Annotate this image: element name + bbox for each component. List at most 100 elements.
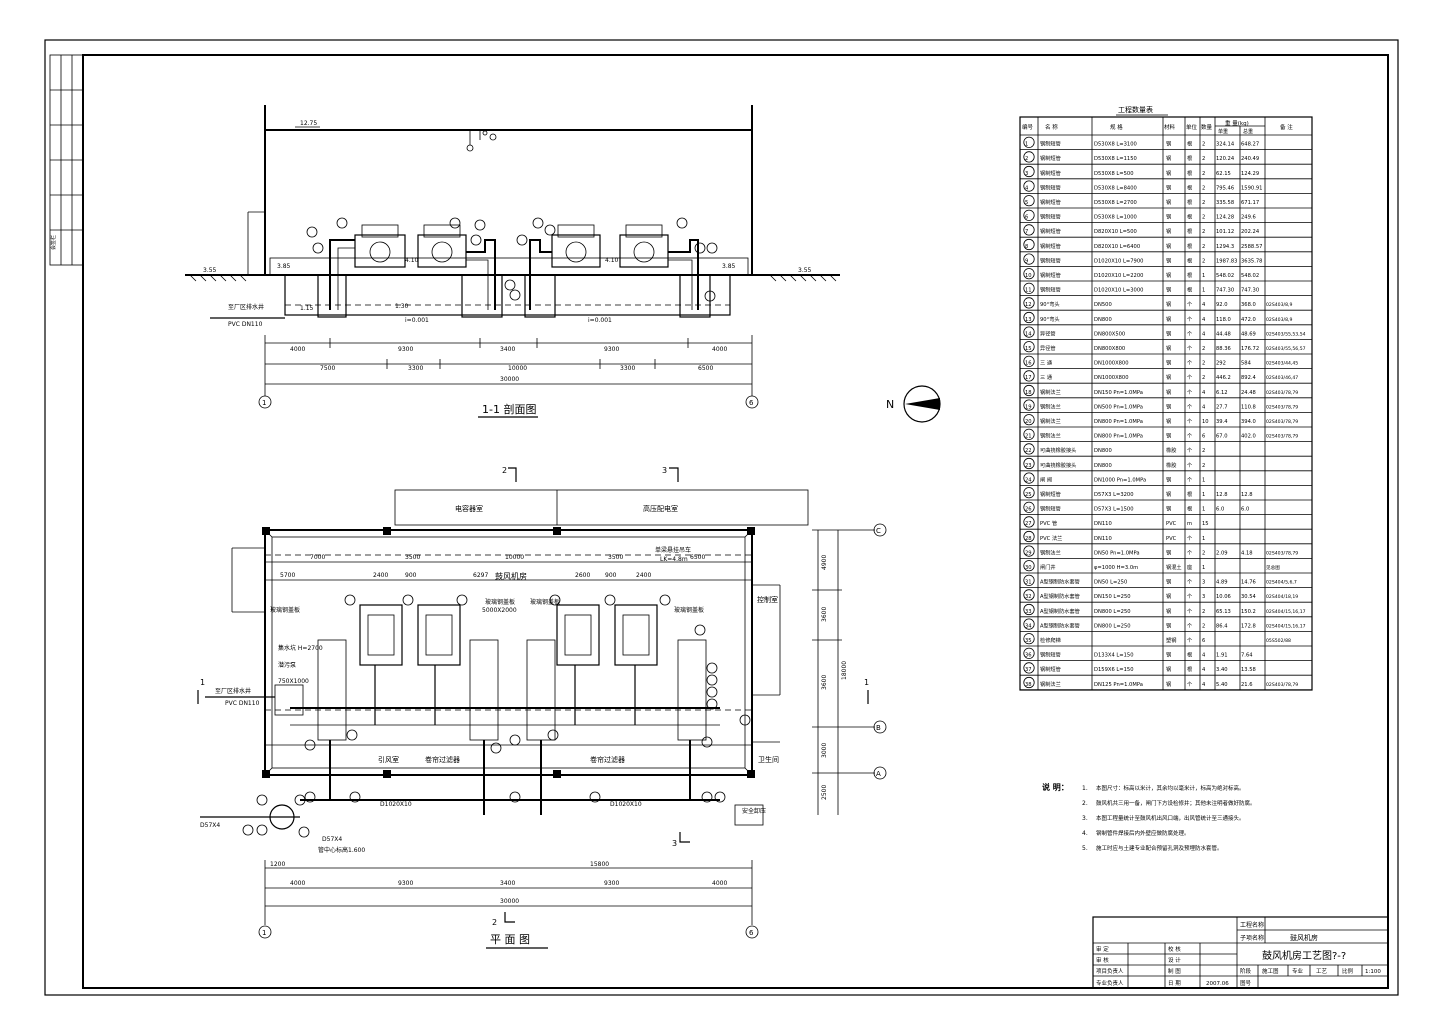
plan-crane-spec: LK=4.8m: [660, 556, 688, 563]
table-cell: 671.17: [1241, 200, 1259, 206]
table-cell: 1: [1202, 477, 1205, 483]
table-cell: 闸 阀: [1040, 475, 1052, 483]
table-cell: 2: [1202, 550, 1205, 556]
section-drain-label: 至厂区排水井: [228, 303, 264, 311]
table-cell: 324.14: [1216, 142, 1235, 148]
table-cell: 24: [1025, 477, 1032, 483]
plan-bdim-total: 30000: [500, 898, 519, 905]
table-cell: 钢混土: [1166, 563, 1182, 571]
table-cell: D530X8 L=1150: [1094, 156, 1137, 162]
section-elev-top: 12.75: [300, 120, 317, 127]
table-cell: 钢制短管: [1040, 505, 1061, 513]
table-cell: A型钢制防水套管: [1040, 578, 1080, 586]
table-cell: 闸门井: [1040, 563, 1056, 571]
section-elev-ground-left: 3.55: [203, 267, 217, 274]
note-4-num: 4.: [1082, 830, 1088, 837]
table-cell: DN125 Pn=1.0MPa: [1094, 682, 1143, 688]
table-cell: 02S403/78,79: [1266, 682, 1298, 688]
table-cell: 92.0: [1216, 302, 1228, 308]
table-cell: 22: [1025, 448, 1032, 454]
table-cell: 钢: [1166, 475, 1171, 483]
table-cell: 90°弯头: [1040, 300, 1060, 308]
table-cell: 个: [1187, 374, 1193, 381]
table-cell: 钢: [1166, 183, 1171, 191]
table-cell: 13: [1025, 317, 1032, 323]
table-cell: DN150 L=250: [1094, 594, 1131, 600]
table-cell: 02S403/55,53,54: [1266, 331, 1306, 337]
table-cell: 32: [1025, 594, 1032, 600]
plan-pump-note: 潜污泵: [278, 661, 296, 669]
plan-panel-size: 5000X2000: [482, 607, 517, 614]
table-cell: 1: [1025, 142, 1028, 148]
plan-drawing: 电容器室 高压配电室 2 3 单梁悬挂吊车 LK=4.8m 7000 3500: [197, 466, 887, 949]
table-cell: 三 通: [1040, 359, 1053, 367]
table-cell: 4: [1202, 331, 1206, 337]
table-cell: 02S403/44,45: [1266, 361, 1298, 367]
table-cell: 27: [1025, 521, 1032, 527]
sec-dim1-1: 9300: [398, 346, 413, 353]
table-row-number-circle: [1023, 209, 1035, 221]
table-cell: D530X8 L=1000: [1094, 215, 1137, 221]
table-row-number-circle: [1023, 311, 1035, 324]
plan-pipe-main-b: D1020X10: [610, 801, 642, 808]
table-cell: 120.24: [1216, 156, 1235, 162]
table-cell: 7.64: [1241, 653, 1253, 659]
plan-cut-2-bot: 2: [492, 918, 497, 927]
table-cell: 4: [1202, 302, 1206, 308]
table-cell: DN1000X800: [1094, 375, 1129, 381]
plan-rdim-2: 3600: [821, 675, 828, 690]
table-cell: 钢制法兰: [1040, 402, 1061, 410]
table-cell: 2: [1202, 156, 1205, 162]
note-4-text: 钢制管件焊接后内外壁应做防腐处理。: [1096, 829, 1190, 837]
plan-tdim2-0: 5700: [280, 572, 295, 579]
plan-pipe-main: D1020X10: [380, 801, 412, 808]
table-cell: 1.91: [1216, 653, 1228, 659]
tb-left-3: 专业负责人: [1096, 979, 1124, 987]
table-cell: DN800 Pn=1.0MPa: [1094, 434, 1143, 440]
table-cell: 钢: [1166, 198, 1171, 206]
outer-frame: [44, 39, 1399, 996]
table-cell: 13.58: [1241, 667, 1256, 673]
table-cell: 176.72: [1241, 346, 1259, 352]
tb-drawing-title: 鼓风机房工艺图?-?: [1262, 949, 1346, 962]
table-cell: 02S404/15,16,17: [1266, 609, 1306, 615]
table-row-number-circle: [1023, 370, 1035, 382]
section-title: 1-1 剖面图: [482, 402, 536, 416]
table-cell: 02S404/5,6,7: [1266, 580, 1297, 586]
plan-sump-label: 集水坑 H=2700: [278, 644, 323, 652]
plan-crane: 单梁悬挂吊车: [655, 546, 691, 554]
table-cell: 124.29: [1241, 171, 1259, 177]
table-cell: PVC 管: [1040, 519, 1057, 527]
table-cell: 10: [1202, 419, 1209, 425]
table-cell: 钢制短管: [1040, 183, 1061, 191]
table-cell: 根: [1187, 665, 1192, 673]
plan-callouts: [242, 594, 751, 838]
table-cell: 446.2: [1216, 375, 1231, 381]
table-cell: 16: [1025, 361, 1032, 367]
table-cell: 三 通: [1040, 373, 1053, 381]
table-cell: 1: [1202, 507, 1205, 513]
table-row-number-circle: [1023, 472, 1035, 484]
plan-rdim-0: 4900: [821, 555, 828, 570]
section-drawing: 12.75 3.55 3.55 3.85 3.85 i=0.001 i=0.00…: [185, 105, 840, 418]
table-cell: DN800X800: [1094, 346, 1125, 352]
table-cell: 1: [1202, 273, 1205, 279]
table-cell: 747.30: [1241, 288, 1259, 294]
table-cell: 101.12: [1216, 229, 1234, 235]
table-cell: 个: [1187, 681, 1193, 688]
table-row-number-circle: [1023, 443, 1035, 455]
table-cell: 4: [1202, 667, 1206, 673]
note-3-text: 本图工程量统计至鼓风机出风口端，出风管统计至三通接头。: [1096, 814, 1245, 822]
table-cell: DN500 Pn=1.0MPa: [1094, 404, 1143, 410]
section-elev-inner-right: 3.85: [722, 263, 736, 270]
table-cell: 2.09: [1216, 550, 1228, 556]
plan-axis-a: A: [876, 770, 881, 778]
table-cell: 4.89: [1216, 580, 1228, 586]
table-cell: 个: [1187, 403, 1193, 410]
table-cell: 892.4: [1241, 375, 1257, 381]
table-cell: 个: [1187, 549, 1193, 556]
plan-ldim-1: 15800: [590, 861, 609, 868]
strip-label: 会签栏: [50, 235, 57, 250]
table-cell: m: [1187, 521, 1192, 527]
